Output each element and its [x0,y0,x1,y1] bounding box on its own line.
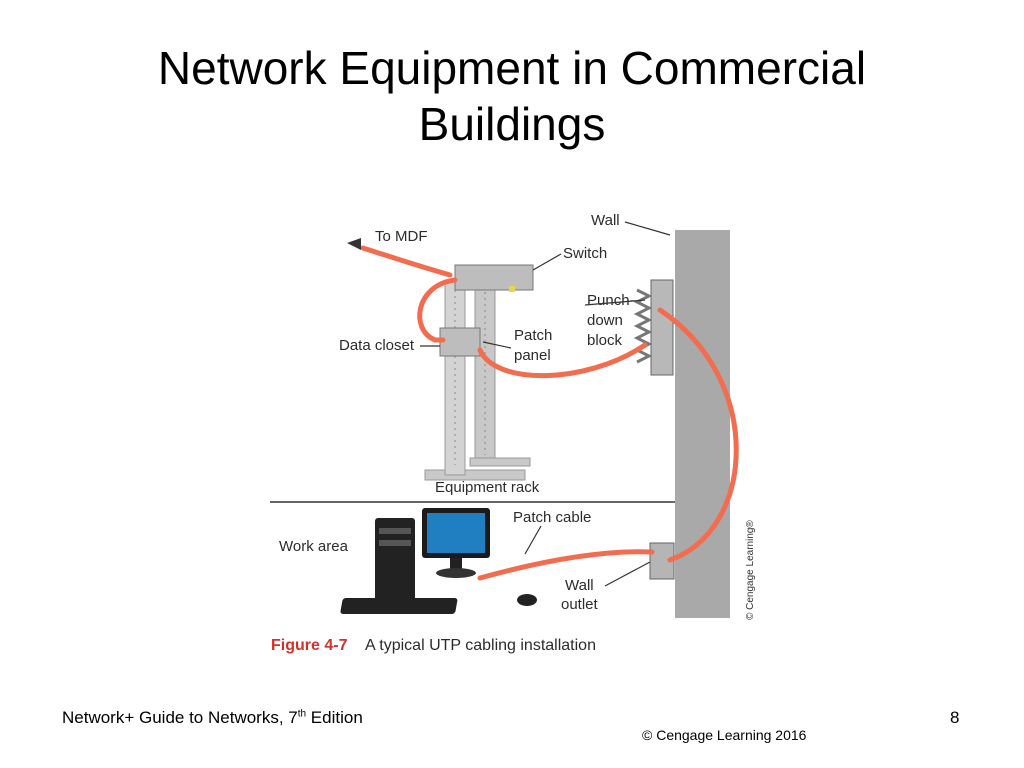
switch [454,264,534,291]
punchdown-block [633,279,674,376]
label-wall-outlet-2: outlet [561,596,599,613]
label-punch-1: Punch- [587,292,635,309]
label-patch-2: panel [514,347,551,364]
label-work-area: Work area [279,538,349,555]
footer-book-suffix: Edition [306,708,363,727]
desktop-computer [340,508,537,614]
cable-punchdown-to-outlet [657,307,739,563]
title-line-2: Buildings [418,98,606,150]
label-wall: Wall [591,212,620,229]
pointer-lines [420,221,671,587]
label-wall-outlet-1: Wall [565,577,594,594]
caption-text: A typical UTP cabling installation [365,637,596,654]
label-switch: Switch [563,245,607,262]
label-to-mdf: To MDF [375,228,428,245]
label-punch-2: down [587,312,623,329]
to-mdf-arrowhead [347,238,361,250]
patch-panel [439,327,481,357]
footer-book-sup: th [297,708,307,720]
label-patch-cable: Patch cable [513,509,591,526]
label-punch-3: block [587,332,623,349]
copyright-notice: © Cengage Learning 2016 [642,727,807,743]
label-data-closet: Data closet [339,337,415,354]
figure-credit: © Cengage Learning® [745,520,755,620]
cable-patch-to-punchdown [477,342,648,379]
footer-book-prefix: Network+ Guide to Networks, 7 [62,708,298,727]
patch-cable [477,549,655,581]
wall-outlet [649,542,675,580]
footer-book-title: Network+ Guide to Networks, 7th Edition [62,708,363,728]
cabling-diagram: To MDF Switch Wall Punch- down block Dat… [270,212,755,654]
caption-number: Figure 4-7 [271,637,348,654]
title-line-1: Network Equipment in Commercial [157,42,867,94]
wall [675,230,730,618]
label-patch-1: Patch [514,327,552,344]
cable-to-mdf [360,245,453,278]
label-equipment-rack: Equipment rack [435,479,540,496]
cable-switch-loop [417,277,458,343]
figure-caption: Figure 4-7 A typical UTP cabling install… [271,637,596,654]
cables [360,245,739,581]
slide-title: Network Equipment in Commercial Building… [62,40,962,152]
page-number: 8 [950,708,960,727]
